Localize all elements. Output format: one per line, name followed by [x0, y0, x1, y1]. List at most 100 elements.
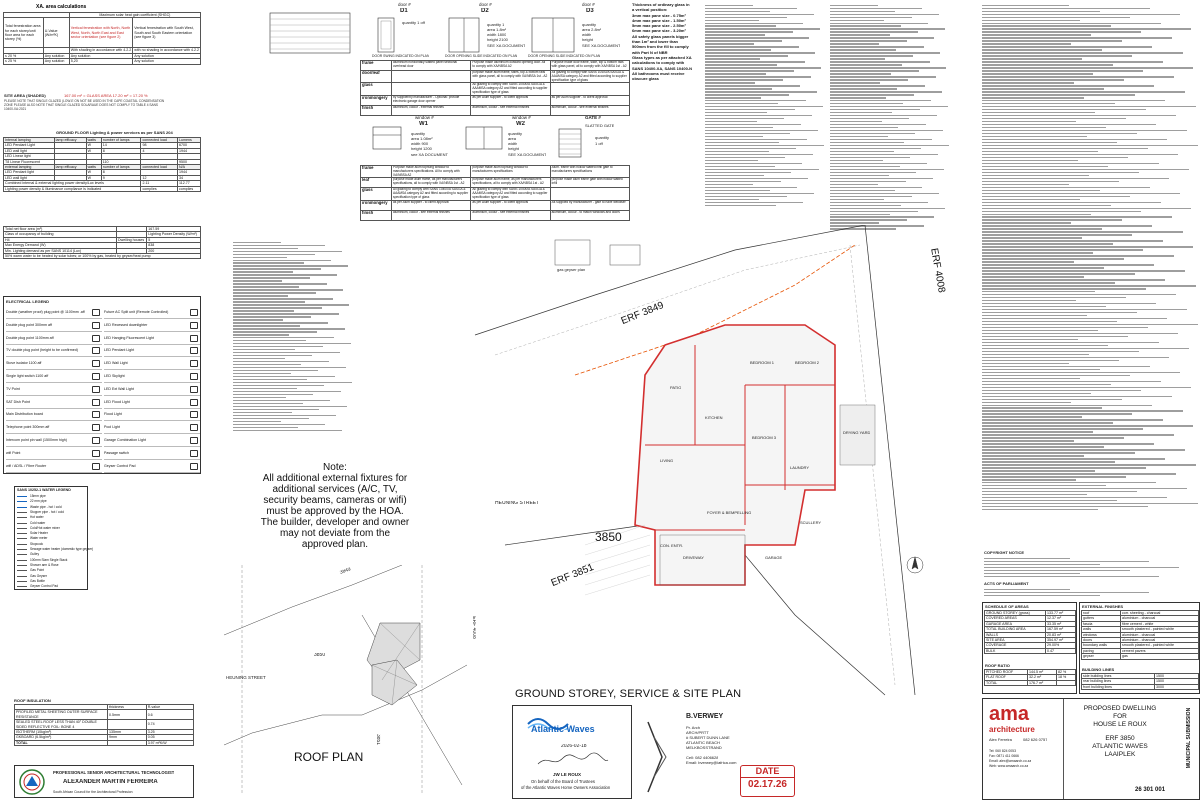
site-plan: ERF 3849 ERF 4008 ERF 3851 3850 HEUNING …	[445, 224, 975, 700]
fine-print-line	[982, 103, 1115, 105]
fine-print-line	[982, 195, 1131, 197]
general-notes-col-b	[830, 3, 950, 243]
legend-item: wifi Point	[6, 448, 102, 460]
fine-print-line	[705, 150, 769, 153]
fine-print-line	[982, 422, 1113, 424]
fine-print-line	[830, 43, 880, 45]
atlantic-waves-stamp: Atlantic Waves 2026-02-18 JW LE ROUX On …	[512, 705, 632, 799]
fine-print-line	[982, 458, 1166, 460]
fine-print-line	[982, 395, 1172, 397]
room-bedroom-2: BEDROOM 2	[795, 360, 820, 365]
fine-print-line	[982, 291, 1096, 293]
door-d2: door # D2 quantity 1 area 1.8m² width 18…	[445, 2, 526, 58]
fine-print-line	[830, 40, 907, 42]
legend-item: Gas Point	[17, 568, 87, 573]
date-stamp-label: DATE	[755, 766, 780, 776]
fine-print-line	[982, 386, 1192, 388]
legend-symbol-icon	[190, 462, 198, 470]
legend-symbol-icon	[190, 411, 198, 419]
legend-item: Shower arm & Rose	[17, 563, 87, 568]
legend-symbol-icon	[190, 334, 198, 342]
approver-stamp: B.VERWEY Pr. Arch ARCH/PRTT # SUBERT DUN…	[640, 705, 800, 800]
fine-print-line	[705, 177, 809, 180]
legend-item: TV Point	[6, 384, 102, 396]
fine-print-line	[705, 144, 824, 147]
heuning-street-label: HEUNING STREET	[495, 501, 540, 506]
fine-print-line	[982, 79, 1124, 81]
fine-print-line	[982, 55, 1133, 57]
fine-print-line	[830, 25, 901, 27]
fine-print-line	[830, 70, 919, 72]
fine-print-line	[830, 153, 938, 156]
fine-print-line	[982, 314, 1087, 317]
fine-print-line	[233, 411, 292, 414]
legend-label: Future AC Split unit (Remote Controlled)	[104, 310, 169, 314]
fine-print-line	[982, 82, 1074, 84]
fine-print-line	[982, 377, 1081, 380]
fine-print-line	[705, 109, 795, 111]
left-panel: XA. area calculations Maximum solar heat…	[0, 0, 205, 800]
fine-print-line	[705, 82, 756, 84]
legend-item: SAT Dish Point	[6, 397, 102, 409]
fine-print-line	[705, 19, 759, 21]
fine-print-line	[233, 360, 329, 363]
fine-print-line	[233, 265, 349, 267]
fine-print-line	[705, 132, 791, 135]
fine-print-line	[982, 461, 1115, 463]
fine-print-line	[233, 414, 337, 417]
fine-print-line	[982, 219, 1122, 221]
fine-print-line	[982, 22, 1161, 24]
fine-print-line	[982, 85, 1155, 87]
legend-label: LED Skylight	[104, 374, 125, 378]
fine-print-line	[982, 467, 1146, 469]
elec-legend-title: ELECTRICAL LEGEND	[6, 299, 50, 304]
gas-geyser-plan-label: gas geyser plan	[557, 267, 586, 272]
fine-print-line	[982, 329, 1098, 332]
fine-print-line	[830, 168, 944, 171]
legend-item: Geyser Control Pad	[17, 584, 87, 589]
fine-print-line	[233, 372, 291, 375]
fine-print-line	[830, 16, 912, 18]
fine-print-line	[982, 120, 1076, 123]
fine-print-line	[982, 258, 1124, 260]
fine-print-line	[830, 28, 946, 30]
fine-print-line	[982, 165, 1109, 168]
fine-print-line	[830, 22, 929, 24]
legend-label: Telephone point 300mm aff	[6, 425, 50, 430]
divider	[1063, 699, 1064, 799]
legend-symbol-icon	[190, 321, 198, 329]
fine-print-line	[233, 405, 347, 408]
fine-print-line	[982, 192, 1181, 194]
legend-item: 22 mm pipe	[17, 499, 87, 504]
water-symbol-icon	[17, 543, 27, 545]
water-symbol-icon	[17, 517, 27, 519]
fine-print-line	[830, 156, 911, 159]
fine-print-line	[233, 304, 350, 306]
fine-print-line	[982, 76, 1174, 78]
fine-print-line	[982, 186, 1150, 189]
fine-print-line	[705, 16, 787, 18]
date-stamp: DATE 02.17.26	[740, 765, 795, 797]
fine-print-line	[982, 171, 1139, 174]
legend-item: LED Ext Wall Light	[104, 384, 200, 396]
fine-print-line	[982, 162, 1159, 165]
fine-print-line	[830, 123, 926, 126]
legend-symbol-icon	[92, 321, 100, 329]
fine-print-line	[982, 129, 1187, 132]
legend-symbol-icon	[190, 398, 198, 406]
fine-print-line	[982, 410, 1183, 412]
fine-print-line	[233, 417, 309, 420]
atlantic-date: 2026-02-18	[561, 744, 587, 749]
legend-item: Sewage water heater (domestic type geyse…	[17, 547, 93, 552]
fine-print-line	[830, 88, 898, 90]
fine-print-line	[830, 4, 878, 6]
fine-print-line	[982, 398, 1122, 400]
legend-label: SAT Dish Point	[6, 399, 31, 404]
fine-print-line	[233, 387, 297, 390]
fine-print-line	[982, 37, 1172, 39]
legend-label: Pool Light	[104, 425, 120, 430]
